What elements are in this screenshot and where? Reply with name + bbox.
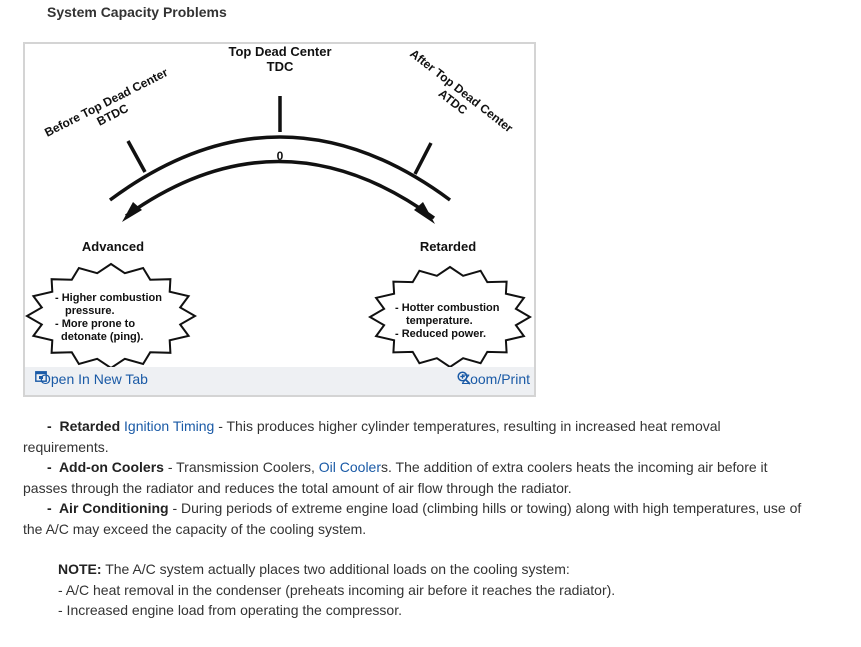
- advanced-bubble-outline: [25, 262, 198, 367]
- advanced-bubble-line: pressure.: [65, 305, 115, 317]
- item-dash: -: [47, 500, 52, 516]
- note-bullet: - Increased engine load from operating t…: [58, 602, 402, 618]
- ignition-timing-link[interactable]: Ignition Timing: [124, 418, 215, 434]
- capacity-problems-list: - Retarded Ignition Timing - This produc…: [23, 416, 803, 539]
- scale-arc-inner: [124, 159, 436, 220]
- retarded-label: Retarded: [420, 239, 476, 254]
- note-heading: NOTE: The A/C system actually places two…: [58, 559, 758, 580]
- btdc-tick: [126, 140, 147, 173]
- zoom-print-link[interactable]: Zoom/Print: [456, 371, 530, 387]
- atdc-label-line1: After Top Dead Center: [407, 46, 516, 135]
- scale-arc-outer: [108, 135, 452, 202]
- retarded-bubble-line: - Hotter combustion: [395, 302, 500, 314]
- item-text-before: - Transmission Coolers,: [163, 459, 319, 475]
- section-title: System Capacity Problems: [47, 4, 227, 20]
- item-title: Add-on Coolers: [58, 459, 164, 475]
- advanced-bubble-line: detonate (ping).: [61, 331, 144, 343]
- note-text: The A/C system actually places two addit…: [101, 561, 570, 577]
- oil-cooler-link[interactable]: Oil Cooler: [318, 459, 382, 475]
- note-label: NOTE:: [58, 561, 102, 577]
- item-text: s. The addition of extra coolers heats t…: [23, 459, 768, 496]
- retard-arrowhead: [414, 202, 435, 224]
- zoom-print-label: Zoom/Print: [461, 371, 530, 387]
- retarded-bubble-outline: [368, 265, 532, 367]
- advance-arrowhead: [122, 202, 142, 222]
- retarded-bubble-line: - Reduced power.: [395, 328, 486, 340]
- tdc-label-line2: TDC: [267, 59, 294, 74]
- item-title: Retarded: [59, 418, 125, 434]
- open-in-new-tab-label: Open In New Tab: [40, 371, 148, 387]
- list-item: - Retarded Ignition Timing - This produc…: [23, 416, 803, 457]
- open-in-new-tab-link[interactable]: Open In New Tab: [35, 371, 148, 387]
- note-block: NOTE: The A/C system actually places two…: [58, 559, 758, 621]
- advanced-bubble-line: - Higher combustion: [55, 292, 162, 304]
- item-dash: -: [47, 418, 52, 434]
- atdc-tick: [413, 142, 433, 175]
- item-text: - During periods of extreme engine load …: [23, 500, 802, 537]
- zero-mark-label: 0: [277, 149, 284, 163]
- retarded-bubble-line: temperature.: [406, 315, 473, 327]
- list-item: - Add-on Coolers - Transmission Coolers,…: [23, 457, 803, 498]
- tdc-label-line1: Top Dead Center: [228, 44, 331, 59]
- item-dash: -: [47, 459, 52, 475]
- item-text: - This produces higher cylinder temperat…: [23, 418, 721, 455]
- timing-diagram-figure: Top Dead Center TDC Before Top Dead Cent…: [23, 42, 536, 397]
- advanced-label: Advanced: [82, 239, 144, 254]
- advanced-bubble-line: - More prone to: [55, 318, 135, 330]
- list-item: - Air Conditioning - During periods of e…: [23, 498, 803, 539]
- timing-diagram: Top Dead Center TDC Before Top Dead Cent…: [25, 44, 532, 367]
- note-bullet: - A/C heat removal in the condenser (pre…: [58, 581, 616, 598]
- item-title: Air Conditioning: [58, 500, 169, 516]
- btdc-label-line1: Before Top Dead Center: [42, 65, 170, 140]
- figure-toolbar: Open In New Tab Zoom/Print: [25, 367, 534, 395]
